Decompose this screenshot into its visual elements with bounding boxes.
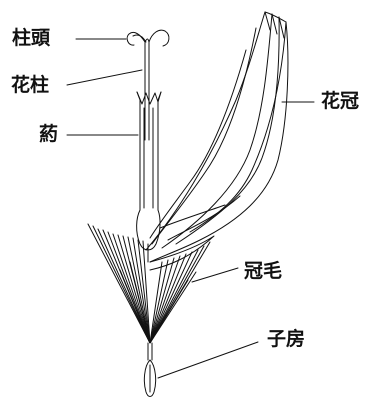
corolla-label: 花冠	[321, 92, 359, 111]
pappus-leader	[192, 268, 238, 282]
ovary-label: 子房	[267, 330, 305, 349]
style-drawing	[127, 30, 169, 140]
style-label: 花柱	[11, 76, 49, 95]
style-leader	[67, 70, 142, 85]
ovary-leader	[158, 342, 258, 378]
pappus-drawing	[88, 224, 210, 343]
anther-label: 葯	[39, 125, 58, 144]
pappus-label: 冠毛	[244, 262, 282, 281]
corolla-drawing	[146, 12, 288, 270]
ovary-drawing	[144, 343, 155, 397]
stigma-label: 柱頭	[12, 29, 50, 48]
